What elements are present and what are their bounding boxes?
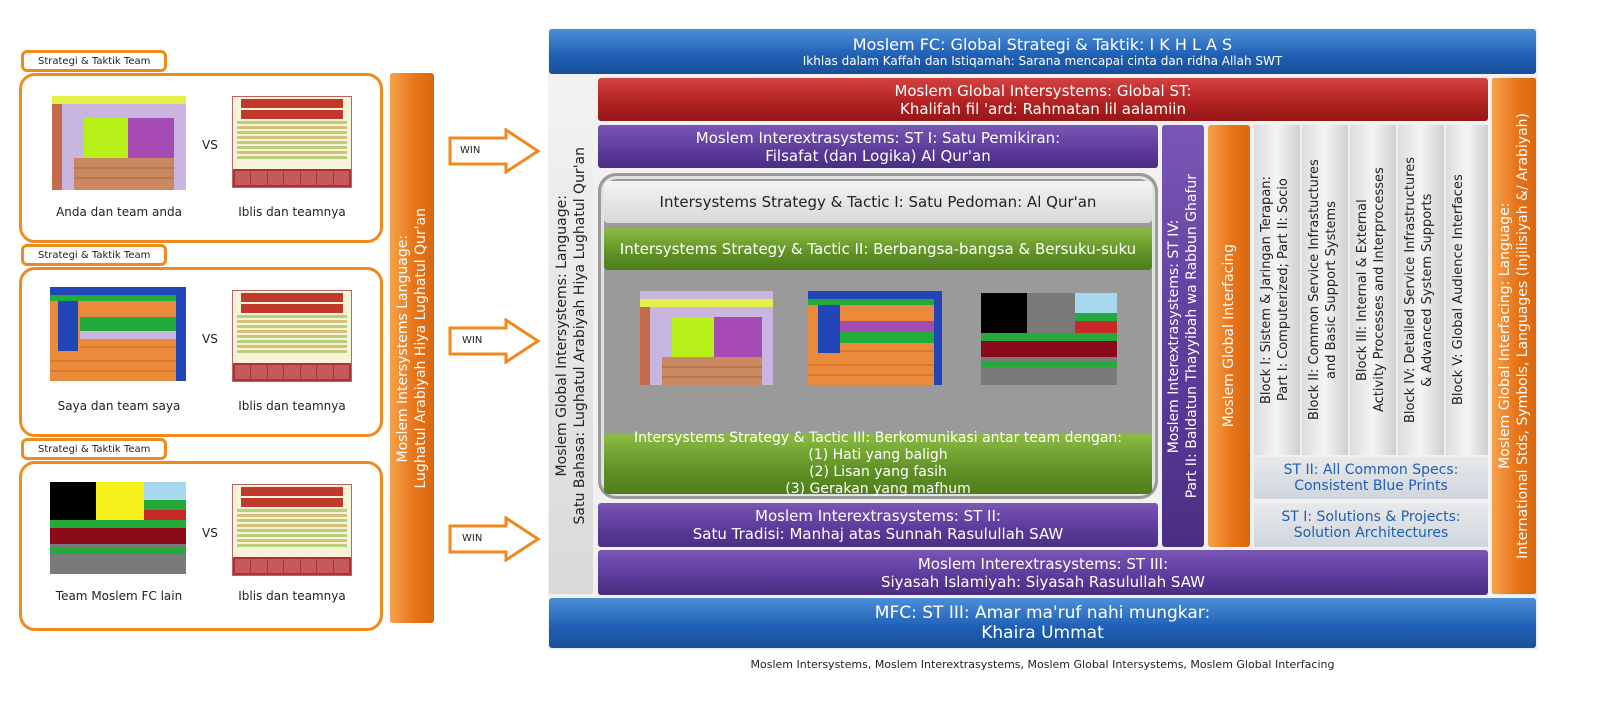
panel1: VS Anda dan team anda Iblis dan teamnya: [19, 73, 383, 243]
global-st-bar: Moslem Global Intersystems: Global ST: K…: [598, 78, 1488, 121]
panel1-right-caption: Iblis dan teamnya: [238, 205, 346, 219]
top-bar-title: Moslem FC: Global Strategi & Taktik: I K…: [852, 35, 1233, 54]
global-st-line2: Khalifah fil 'ard: Rahmatan lil aalamiin: [900, 99, 1186, 118]
center-thumbnail-3: [981, 293, 1117, 385]
panel1-vs: VS: [202, 138, 218, 152]
intersystems-language-bar: Moslem Intersystems Language: Lughatul A…: [390, 73, 434, 623]
panel3: VS Team Moslem FC lain Iblis dan teamnya: [19, 461, 383, 631]
block-3-line2: Activity Processes and Interprocesses: [1372, 167, 1387, 413]
st1-solutions-box: ST I: Solutions & Projects: Solution Arc…: [1254, 503, 1488, 547]
block-3-column: Block III: Internal & External Activity …: [1350, 125, 1396, 455]
block-3-line1: Block III: Internal & External: [1355, 199, 1370, 381]
global-interfacing-language-bar: Moslem Global Interfacing: Language: Int…: [1492, 78, 1536, 594]
st4-line2: Part II: Baldatun Thayyibah wa Rabbun Gh…: [1184, 173, 1200, 499]
win-label-3: WIN: [462, 533, 483, 544]
tactic3-bar: Intersystems Strategy & Tactic III: Berk…: [604, 430, 1152, 497]
panel3-tab: Strategi & Taktik Team: [21, 438, 168, 460]
panel3-vs: VS: [202, 526, 218, 540]
st3-line2: Siyasah Islamiyah: Siyasah Rasulullah SA…: [880, 572, 1205, 591]
st4-vertical-bar: Moslem Interextrasystems: ST IV: Part II…: [1162, 125, 1204, 547]
panel2-tab-label: Strategi & Taktik Team: [38, 249, 151, 261]
panel3-left-caption: Team Moslem FC lain: [55, 589, 183, 603]
block-5-line1: Block V: Global Audience Interfaces: [1451, 174, 1466, 406]
footer-caption: Moslem Intersystems, Moslem Interextrasy…: [750, 658, 1335, 671]
block-4-line1: Block IV: Detailed Service Infrastructur…: [1403, 156, 1418, 424]
panel3-tab-label: Strategi & Taktik Team: [38, 443, 151, 455]
win-arrow-3: [448, 516, 541, 562]
block-4-line2: & Advanced System Supports: [1420, 193, 1435, 387]
panel1-left-caption: Anda dan team anda: [56, 205, 182, 219]
global-interfacing-bar: Moslem Global Interfacing: [1208, 125, 1250, 547]
panel2-left-thumbnail: [50, 287, 186, 381]
panel3-right-caption: Iblis dan teamnya: [238, 589, 346, 603]
tactic1-label: Intersystems Strategy & Tactic I: Satu P…: [659, 193, 1097, 211]
panel2-right-thumbnail: [232, 290, 352, 382]
top-strategy-bar: Moslem FC: Global Strategi & Taktik: I K…: [549, 29, 1536, 74]
panel2-tab: Strategi & Taktik Team: [21, 244, 168, 266]
panel3-left-thumbnail: [50, 482, 186, 574]
interfacing-language-line1: Moslem Global Interfacing: Language:: [1497, 202, 1513, 470]
block-4-column: Block IV: Detailed Service Infrastructur…: [1398, 125, 1444, 455]
block-2-line1: Block II: Common Service Infrastuctures: [1307, 159, 1322, 421]
st1-line1: Moslem Interextrasystems: ST I: Satu Pem…: [695, 128, 1061, 147]
panel2: VS Saya dan team saya Iblis dan teamnya: [19, 267, 383, 437]
center-thumbnail-2: [808, 291, 942, 385]
interfacing-language-line2: International Stds, Symbols, Languages (…: [1515, 113, 1531, 559]
global-interfacing-label: Moslem Global Interfacing: [1221, 244, 1237, 428]
tactic2-label: Intersystems Strategy & Tactic II: Berba…: [619, 240, 1137, 258]
spec1-line2: Solution Architectures: [1293, 525, 1449, 541]
panel1-tab: Strategi & Taktik Team: [21, 50, 168, 72]
bottom-bar-line1: MFC: ST III: Amar ma'ruf nahi mungkar:: [874, 603, 1211, 623]
st2-bar: Moslem Interextrasystems: ST II: Satu Tr…: [598, 503, 1158, 547]
panel2-left-caption: Saya dan team saya: [57, 399, 181, 413]
global-language-line1: Moslem Global Intersystems: Language:: [554, 195, 570, 477]
st3-bar: Moslem Interextrasystems: ST III: Siyasa…: [598, 550, 1488, 595]
panel3-right-thumbnail: [232, 484, 352, 576]
spec2-line1: ST II: All Common Specs:: [1283, 462, 1459, 478]
win-label-1: WIN: [460, 145, 481, 156]
intersystems-tactics-box-border: [601, 176, 1155, 496]
st2-line1: Moslem Interextrasystems: ST II:: [755, 507, 1001, 525]
tactic3-title: Intersystems Strategy & Tactic III: Berk…: [633, 430, 1123, 446]
win-arrow-2: [448, 318, 541, 364]
win-arrow-1: [448, 128, 541, 174]
tactic3-item-1: (1) Hati yang baligh: [808, 447, 948, 463]
tactic3-item-2: (2) Lisan yang fasih: [809, 464, 947, 480]
block-1-line2: Part I: Computerized; Part II: Socio: [1276, 178, 1291, 402]
bottom-bar-line2: Khaira Ummat: [981, 623, 1104, 643]
win-label-2: WIN: [462, 335, 483, 346]
block-5-column: Block V: Global Audience Interfaces: [1446, 125, 1488, 455]
block-1-line1: Block I: Sistem & Jaringan Terapan:: [1259, 176, 1274, 404]
bottom-strategy-bar: MFC: ST III: Amar ma'ruf nahi mungkar: K…: [549, 598, 1536, 648]
global-language-bar: Moslem Global Intersystems: Language: Sa…: [549, 78, 593, 594]
st2-line2: Satu Tradisi: Manhaj atas Sunnah Rasulul…: [692, 525, 1064, 543]
panel2-vs: VS: [202, 332, 218, 346]
center-thumbnail-1: [640, 291, 773, 385]
panel1-right-thumbnail: [232, 96, 352, 188]
block-2-line2: and Basic Support Systems: [1324, 201, 1339, 379]
top-bar-subtitle: Ikhlas dalam Kaffah dan Istiqamah: Saran…: [802, 54, 1283, 68]
tactic1-bar: Intersystems Strategy & Tactic I: Satu P…: [604, 181, 1152, 223]
language-bar-line1: Moslem Intersystems Language:: [395, 234, 411, 462]
spec2-line2: Consistent Blue Prints: [1294, 478, 1448, 494]
block-1-column: Block I: Sistem & Jaringan Terapan: Part…: [1254, 125, 1300, 455]
tactic3-item-3: (3) Gerakan yang mafhum: [785, 481, 971, 497]
tactic2-bar: Intersystems Strategy & Tactic II: Berba…: [604, 228, 1152, 270]
st2-specs-box: ST II: All Common Specs: Consistent Blue…: [1254, 457, 1488, 499]
panel1-left-thumbnail: [52, 96, 186, 190]
global-st-line1: Moslem Global Intersystems: Global ST:: [894, 81, 1192, 100]
st4-line1: Moslem Interextrasystems: ST IV:: [1166, 219, 1182, 453]
st3-line1: Moslem Interextrasystems: ST III:: [917, 554, 1169, 573]
st1-bar: Moslem Interextrasystems: ST I: Satu Pem…: [598, 125, 1158, 168]
language-bar-line2: Lughatul Arabiyah Hiya Lughatul Qur'an: [413, 207, 429, 489]
block-2-column: Block II: Common Service Infrastuctures …: [1302, 125, 1348, 455]
spec1-line1: ST I: Solutions & Projects:: [1281, 509, 1461, 525]
panel2-right-caption: Iblis dan teamnya: [238, 399, 346, 413]
global-language-line2: Satu Bahasa: Lughatul Arabiyah Hiya Lugh…: [572, 147, 588, 525]
panel1-tab-label: Strategi & Taktik Team: [38, 55, 151, 67]
st1-line2: Filsafat (dan Logika) Al Qur'an: [765, 146, 991, 165]
